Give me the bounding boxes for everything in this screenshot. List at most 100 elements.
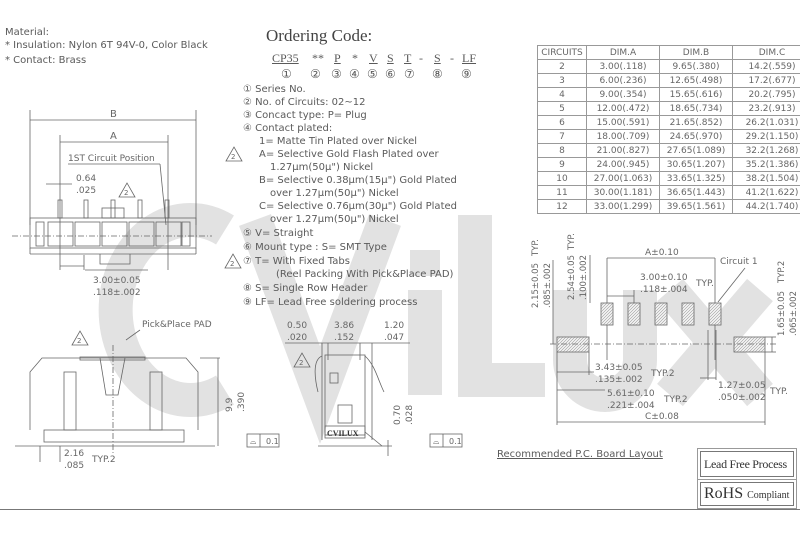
revision-triangle-icon: 2 [293, 352, 311, 368]
pad-hatch [681, 311, 695, 325]
pcb-dim: 1.27±0.05 [718, 381, 766, 391]
code-part: - [419, 51, 423, 65]
table-header-cell: DIM.A [586, 45, 660, 60]
code-number: ⑤ [367, 67, 378, 81]
bottom-divider [0, 509, 800, 510]
pcb-dim: .050±.002 [718, 393, 766, 403]
table-cell: 21.65(.852) [659, 115, 733, 130]
pcb-layout-drawing [550, 255, 776, 425]
pcb-dim: 3.43±0.05 [595, 363, 643, 373]
code-part: P [334, 51, 341, 65]
code-number: ② [310, 67, 321, 81]
watermark-letter-l [458, 215, 545, 397]
watermark-dot [410, 250, 440, 276]
pad-hatch [556, 336, 573, 353]
table-cell: 3 [537, 73, 587, 88]
legend-item: ⑦ T= With Fixed Tabs [243, 256, 350, 267]
pad-hatch [600, 305, 614, 319]
pad-hatch [763, 350, 766, 353]
svg-text:2: 2 [77, 337, 81, 345]
pcb-pitch-in: .118±.004 [640, 285, 688, 295]
table-cell: 21.00(.827) [586, 143, 660, 158]
code-part: T [404, 51, 412, 65]
code-number: ⑥ [385, 67, 396, 81]
table-cell: 33.00(1.299) [586, 199, 660, 214]
pitch-mm: 3.00±0.05 [93, 276, 141, 286]
pad-hatch [605, 317, 614, 326]
pad-hatch [602, 314, 614, 326]
svg-text:2: 2 [299, 359, 303, 367]
pad-hatch [654, 302, 659, 307]
pcb-layout-title: Recommended P.C. Board Layout [497, 449, 663, 460]
pad-hatch [681, 302, 695, 316]
pcb-dim: .100±.002 [579, 255, 589, 300]
pad-hatch [745, 336, 762, 353]
pcb-pitch-mm: 3.00±0.10 [640, 273, 688, 283]
side-dim: .028 [405, 405, 415, 425]
table-cell: 9 [537, 157, 587, 172]
table-cell: 30.65(1.207) [659, 157, 733, 172]
side-dim: 3.86 [334, 321, 354, 331]
tab-mm: 2.16 [64, 449, 84, 459]
pad-hatch [681, 305, 695, 319]
table-cell: 11 [537, 185, 587, 200]
revision-triangle-icon: 2 [71, 330, 89, 346]
table-cell: 14.2(.559) [732, 59, 800, 74]
pad-hatch [627, 302, 641, 316]
table-cell: 23.2(.913) [732, 101, 800, 116]
pad-hatch [577, 340, 590, 353]
pad-hatch [708, 311, 722, 325]
legend-item: 1.27µm(50µ") Nickel [270, 162, 374, 173]
table-cell: 12.65(.498) [659, 73, 733, 88]
pad-hatch [600, 302, 611, 313]
pad-hatch [708, 308, 722, 322]
side-dim: .020 [287, 333, 307, 343]
table-cell: 20.2(.795) [732, 87, 800, 102]
pad-hatch [742, 336, 759, 353]
pad-hatch [627, 305, 641, 319]
watermark-letter-c [98, 203, 234, 417]
table-cell: 17.2(.677) [732, 73, 800, 88]
tab-note: TYP.2 [91, 455, 116, 465]
pad-hatch [713, 317, 722, 326]
top-view-drawing [12, 110, 212, 271]
pcb-dim-a: A±0.10 [645, 248, 679, 258]
pad-hatch [683, 314, 695, 326]
table-cell: 5 [537, 101, 587, 116]
side-dim: 0.70 [393, 405, 403, 425]
brand-mark: CVILUX [327, 429, 359, 438]
table-header-cell: CIRCUITS [537, 45, 587, 60]
table-cell: 15.00(.591) [586, 115, 660, 130]
code-part: CP35 [272, 51, 299, 65]
table-cell: 35.2(1.386) [732, 157, 800, 172]
pad-hatch [751, 338, 766, 353]
table-cell: 15.65(.616) [659, 87, 733, 102]
table-cell: 10 [537, 171, 587, 186]
pad-hatch [580, 343, 590, 353]
pad-hatch [556, 336, 561, 341]
side-view-drawing [285, 342, 463, 456]
code-number: ③ [331, 67, 342, 81]
pad-hatch [600, 311, 614, 325]
pad-hatch [608, 320, 614, 326]
rohs-text: RoHS [704, 485, 744, 502]
material-line: * Contact: Brass [5, 55, 87, 66]
pad-hatch [654, 305, 668, 319]
table-cell: 41.2(1.622) [732, 185, 800, 200]
pad-hatch [627, 308, 641, 322]
pad-hatch [600, 308, 614, 322]
code-number: ④ [349, 67, 360, 81]
pad-hatch [656, 314, 668, 326]
pad-hatch [627, 302, 635, 310]
pad-hatch [654, 308, 668, 322]
pcb-dim: TYP.2 [777, 261, 787, 284]
pad-hatch [556, 336, 567, 347]
dim-b-label: B [110, 109, 117, 120]
material-title: Material: [5, 27, 49, 38]
pad-hatch [571, 336, 588, 353]
